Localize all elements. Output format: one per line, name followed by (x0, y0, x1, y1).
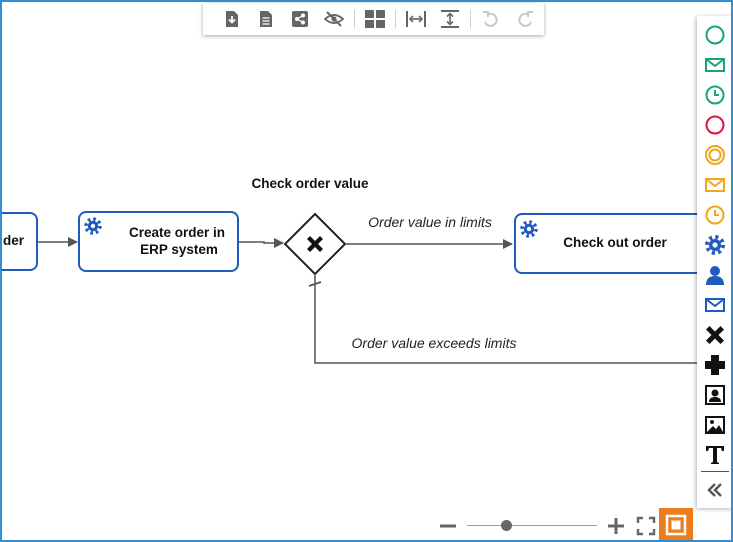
palette-start-event[interactable] (697, 21, 731, 49)
top-toolbar (203, 3, 544, 35)
task-check-out-order[interactable]: Check out order (514, 213, 704, 274)
palette-image[interactable] (697, 411, 731, 439)
fit-screen-icon (665, 514, 687, 536)
fit-height-icon (441, 10, 459, 28)
toolbar-separator (395, 10, 396, 28)
palette-timer-start-event[interactable] (697, 81, 731, 109)
zoom-controls (436, 512, 698, 540)
element-palette (697, 16, 731, 508)
palette-service-task[interactable] (697, 231, 731, 259)
fullscreen-icon (636, 516, 656, 536)
hide-icon (324, 11, 344, 27)
share-button[interactable] (283, 5, 317, 33)
redo-icon (518, 11, 533, 27)
user-task-icon (706, 266, 724, 285)
collapse-icon (707, 483, 722, 497)
exclusive-gateway[interactable]: Check order value (251, 176, 369, 276)
gateway-x-icon (307, 236, 323, 252)
sequence-flow-in-limits[interactable]: Order value in limits (345, 214, 513, 249)
image-icon (705, 416, 725, 434)
palette-message-intermediate-event[interactable] (697, 171, 731, 199)
palette-collapse-button[interactable] (697, 476, 731, 504)
palette-text[interactable] (697, 441, 731, 469)
contact-card-icon (705, 385, 725, 405)
undo-button[interactable] (474, 5, 508, 33)
palette-contact-card[interactable] (697, 381, 731, 409)
task-partial[interactable]: der (2, 212, 38, 271)
palette-user-task[interactable] (697, 261, 731, 289)
message-start-event-icon (705, 58, 725, 72)
gear-icon (520, 220, 538, 238)
layout-button[interactable] (358, 5, 392, 33)
plus-icon (608, 518, 624, 534)
zoom-slider-thumb[interactable] (500, 520, 512, 531)
task-partial-label: der (3, 233, 25, 248)
zoom-slider-track[interactable] (467, 525, 597, 526)
flow-in-limits-label: Order value in limits (368, 214, 492, 230)
task-create-order[interactable]: Create order in ERP system (78, 211, 239, 272)
palette-intermediate-event[interactable] (697, 141, 731, 169)
minus-icon (440, 524, 456, 528)
exclusive-gateway-icon (706, 326, 724, 344)
fit-width-button[interactable] (399, 5, 433, 33)
gateway-label: Check order value (251, 176, 369, 191)
palette-message-task[interactable] (697, 291, 731, 319)
service-task-icon (705, 235, 725, 255)
timer-start-event-icon (705, 85, 725, 105)
hide-button[interactable] (317, 5, 351, 33)
palette-divider (701, 471, 729, 472)
message-task-icon (705, 298, 725, 312)
start-event-icon (705, 25, 725, 45)
palette-message-start-event[interactable] (697, 51, 731, 79)
gear-icon (84, 217, 102, 235)
document-icon (260, 11, 272, 27)
document-button[interactable] (249, 5, 283, 33)
timer-intermediate-event-icon (705, 205, 725, 225)
download-icon (226, 11, 238, 27)
flow-exceeds-label: Order value exceeds limits (352, 335, 517, 351)
download-button[interactable] (215, 5, 249, 33)
task-checkout-label: Check out order (563, 235, 667, 250)
palette-end-event[interactable] (697, 111, 731, 139)
parallel-gateway-icon (705, 355, 725, 375)
sequence-flow-2[interactable] (239, 238, 284, 248)
intermediate-event-icon (705, 145, 725, 165)
layout-icon (365, 10, 385, 28)
redo-button[interactable] (508, 5, 542, 33)
zoom-out-button[interactable] (436, 512, 460, 540)
undo-icon (483, 11, 498, 27)
palette-parallel-gateway[interactable] (697, 351, 731, 379)
palette-exclusive-gateway[interactable] (697, 321, 731, 349)
task-create-label-line2: ERP system (140, 242, 218, 257)
message-intermediate-event-icon (705, 178, 725, 192)
toolbar-separator (470, 10, 471, 28)
fullscreen-button[interactable] (634, 512, 658, 540)
task-create-label-line1: Create order in (129, 225, 225, 240)
default-flow-marker (308, 281, 322, 287)
zoom-in-button[interactable] (604, 512, 628, 540)
text-icon (706, 446, 724, 464)
fit-height-button[interactable] (433, 5, 467, 33)
sequence-flow-exceeds[interactable]: Order value exceeds limits (308, 274, 702, 364)
fit-width-icon (406, 11, 426, 27)
fit-to-screen-button[interactable] (659, 508, 693, 540)
toolbar-separator (354, 10, 355, 28)
end-event-icon (705, 115, 725, 135)
share-icon (292, 11, 308, 27)
palette-timer-intermediate-event[interactable] (697, 201, 731, 229)
